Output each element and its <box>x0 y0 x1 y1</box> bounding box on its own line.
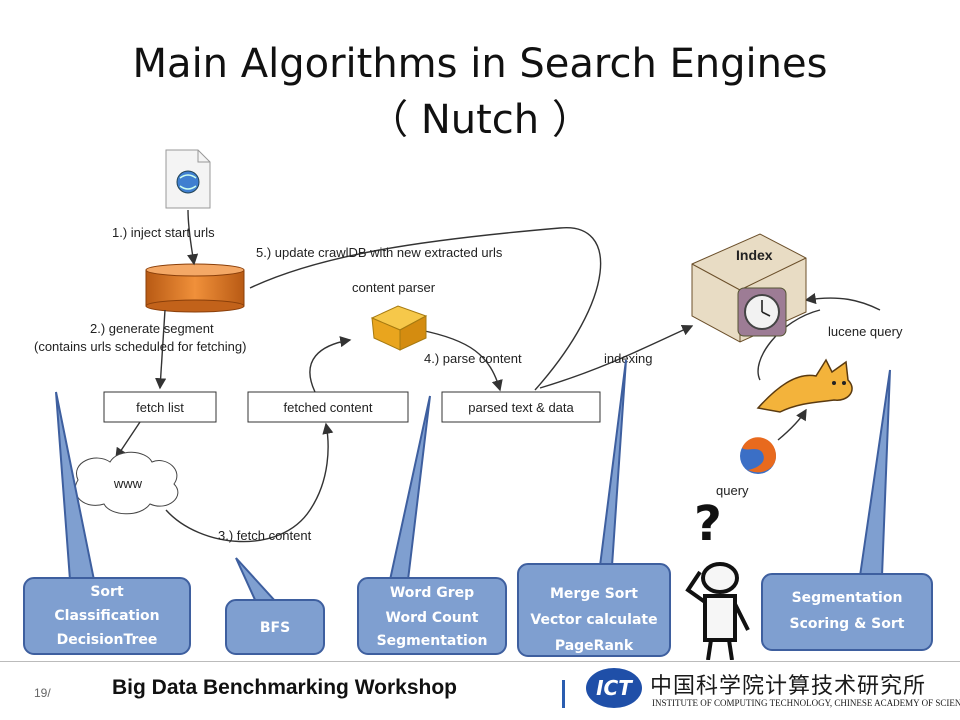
callout-3-line-3: Segmentation <box>377 633 488 649</box>
content-parser-label: content parser <box>352 280 436 295</box>
index-title: Index <box>736 247 773 263</box>
crawldb-icon <box>145 263 245 313</box>
thinking-person-icon <box>685 562 750 660</box>
callout-bfs: BFS <box>225 557 325 655</box>
fetch-list-text: fetch list <box>136 400 184 415</box>
institute-name-en: INSTITUTE OF COMPUTING TECHNOLOGY, CHINE… <box>652 698 960 708</box>
step-generate-note: (contains urls scheduled for fetching) <box>34 339 246 354</box>
callout-1-line-2: Classification <box>54 608 159 624</box>
slide-title: Main Algorithms in Search Engines <box>132 41 828 87</box>
footer-divider <box>0 661 960 662</box>
callout-scoring: Segmentation Scoring & Sort <box>761 369 933 651</box>
question-mark: ? <box>694 496 722 552</box>
slide-subtitle: （ Nutch ） <box>368 97 592 143</box>
callout-sort-classification: Sort Classification DecisionTree <box>23 391 191 655</box>
callout-5-line-2: Scoring & Sort <box>790 616 905 632</box>
callout-merge-sort: Merge Sort Vector calculate PageRank <box>517 359 671 657</box>
step-fetch-label: 3.) fetch content <box>218 528 312 543</box>
step-generate-label: 2.) generate segment <box>90 321 214 336</box>
footer-separator <box>562 680 565 708</box>
www-cloud: www <box>74 451 179 515</box>
flow-arrows <box>115 209 881 543</box>
step-inject-label: 1.) inject start urls <box>112 225 215 240</box>
footer-title: Big Data Benchmarking Workshop <box>112 676 458 699</box>
callout-4-line-3: PageRank <box>555 638 634 654</box>
firefox-icon <box>740 437 776 474</box>
callout-1-line-3: DecisionTree <box>57 632 158 648</box>
callout-word-count: Word Grep Word Count Segmentation <box>357 395 507 655</box>
callout-3-line-2: Word Count <box>386 610 479 626</box>
tomcat-icon <box>756 358 853 413</box>
callout-4-line-1: Merge Sort <box>550 586 638 602</box>
institute-name-cn: 中国科学院计算技术研究所 <box>650 674 927 699</box>
page-number: 19/ <box>34 686 51 700</box>
callout-1-line-1: Sort <box>90 584 124 600</box>
query-label: query <box>716 483 749 498</box>
index-icon: Index <box>691 233 807 343</box>
step-update-label: 5.) update crawlDB with new extracted ur… <box>256 245 503 260</box>
parsed-data-text: parsed text & data <box>468 400 574 415</box>
step-parse-label: 4.) parse content <box>424 351 522 366</box>
fetched-content-box: fetched content <box>247 391 409 423</box>
fetched-content-text: fetched content <box>284 400 373 415</box>
document-icon <box>165 149 211 209</box>
parser-box-icon <box>370 305 428 351</box>
callout-2-line-1: BFS <box>260 620 290 636</box>
www-text: www <box>113 476 143 491</box>
lucene-query-label: lucene query <box>828 324 903 339</box>
callout-5-line-1: Segmentation <box>792 590 903 606</box>
fetch-list-box: fetch list <box>103 391 217 423</box>
callout-3-line-1: Word Grep <box>390 585 474 601</box>
indexing-label: indexing <box>604 351 652 366</box>
parsed-data-box: parsed text & data <box>441 391 601 423</box>
nutch-diagram: 1.) inject start urls 5.) update crawlDB… <box>23 149 933 660</box>
ict-logo: ICT <box>586 668 642 708</box>
callout-4-line-2: Vector calculate <box>530 612 657 628</box>
